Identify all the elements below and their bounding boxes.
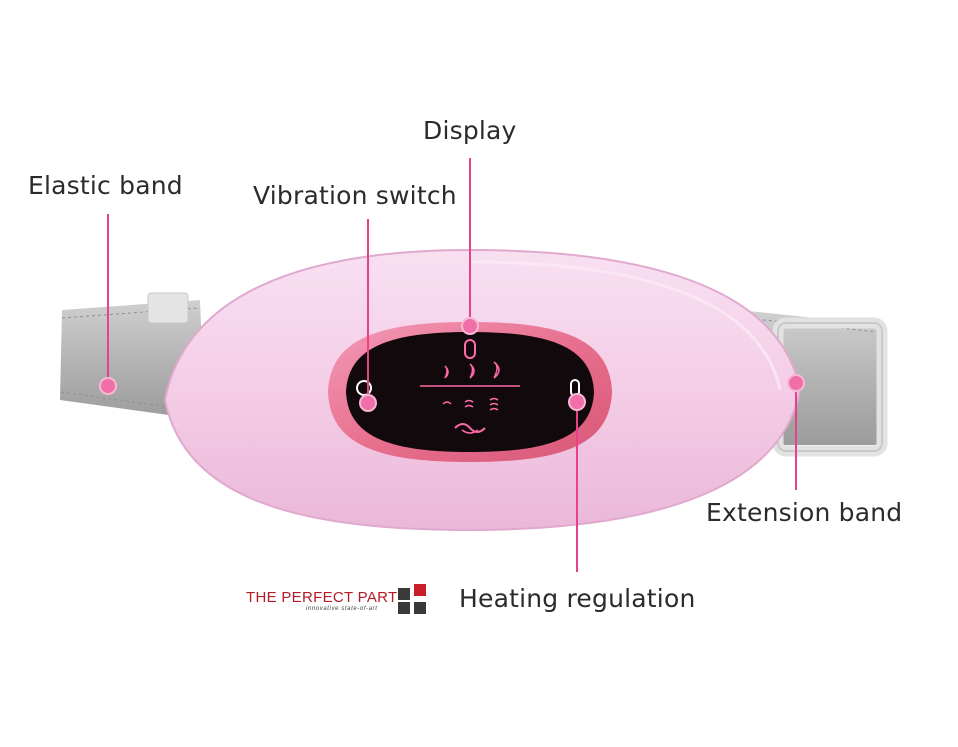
elastic-band-callout-dot <box>99 377 117 395</box>
extension-band-callout-dot <box>787 374 805 392</box>
display-callout-dot <box>461 317 479 335</box>
brand-logo: THE PERFECT PART innovative state-of-art <box>246 589 398 613</box>
heating-regulation-label: Heating regulation <box>459 584 696 613</box>
elastic-band-leader-line <box>107 214 109 384</box>
brand-name: THE PERFECT PART <box>246 589 398 606</box>
control-panel <box>328 322 612 462</box>
heating-regulation-leader-line <box>576 402 578 572</box>
brand-tagline: innovative state-of-art <box>306 606 378 612</box>
extension-band-label: Extension band <box>706 498 903 527</box>
display-leader-line <box>469 158 471 322</box>
display-label: Display <box>423 116 517 145</box>
extension-band-leader-line <box>795 384 797 490</box>
vibration-switch-leader-line <box>367 219 369 402</box>
vibration-switch-label: Vibration switch <box>253 181 457 210</box>
heating-regulation-callout-dot <box>568 393 586 411</box>
vibration-switch-callout-dot <box>359 394 377 412</box>
elastic-band-label: Elastic band <box>28 171 183 200</box>
brand-squares-icon <box>398 584 426 614</box>
